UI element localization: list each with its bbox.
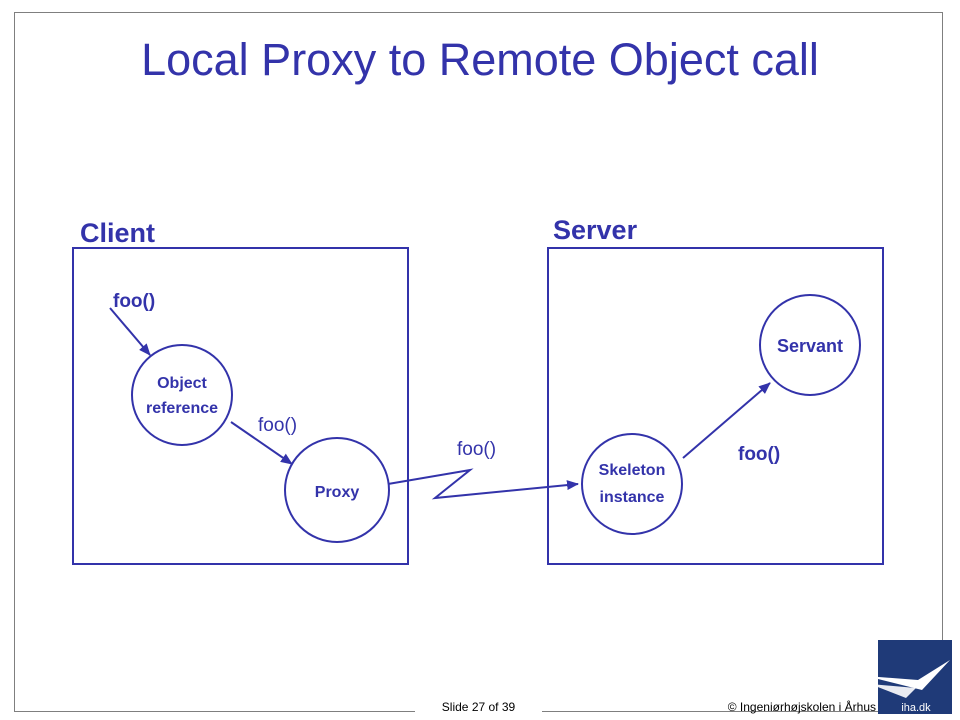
slide-number: Slide 27 of 39 bbox=[441, 700, 516, 714]
arrow-proxy-to-skeleton bbox=[387, 468, 579, 500]
arrow-object-reference-to-proxy bbox=[230, 421, 293, 465]
arrow-entry-to-object-reference bbox=[109, 307, 151, 356]
skeleton-instance-node bbox=[581, 433, 683, 535]
proxy-node bbox=[284, 437, 390, 543]
object-reference-node bbox=[131, 344, 233, 446]
client-label: Client bbox=[80, 218, 155, 248]
object-reference-label-line2: reference bbox=[146, 400, 218, 417]
client-box bbox=[72, 247, 409, 565]
copyright-notice: © Ingeniørhøjskolen i Århus bbox=[727, 700, 876, 714]
call-to-proxy-label: foo() bbox=[258, 415, 297, 436]
logo-text: iha.dk bbox=[901, 702, 931, 714]
slide-title: Local Proxy to Remote Object call bbox=[141, 34, 819, 85]
iha-logo: iha.dk bbox=[866, 640, 952, 714]
client-entry-call: foo() bbox=[113, 291, 155, 312]
call-to-servant-label: foo() bbox=[738, 444, 780, 465]
footer-cover bbox=[415, 700, 542, 720]
server-label: Server bbox=[553, 215, 638, 245]
arrow-skeleton-to-servant bbox=[682, 382, 771, 459]
network-call-label: foo() bbox=[457, 439, 496, 460]
object-reference-label-line1: Object bbox=[157, 375, 207, 392]
skeleton-label-line1: Skeleton bbox=[599, 462, 666, 479]
proxy-label: Proxy bbox=[315, 484, 360, 501]
servant-label: Servant bbox=[777, 336, 843, 356]
skeleton-label-line2: instance bbox=[600, 489, 665, 506]
server-box bbox=[547, 247, 884, 565]
servant-node bbox=[759, 294, 861, 396]
